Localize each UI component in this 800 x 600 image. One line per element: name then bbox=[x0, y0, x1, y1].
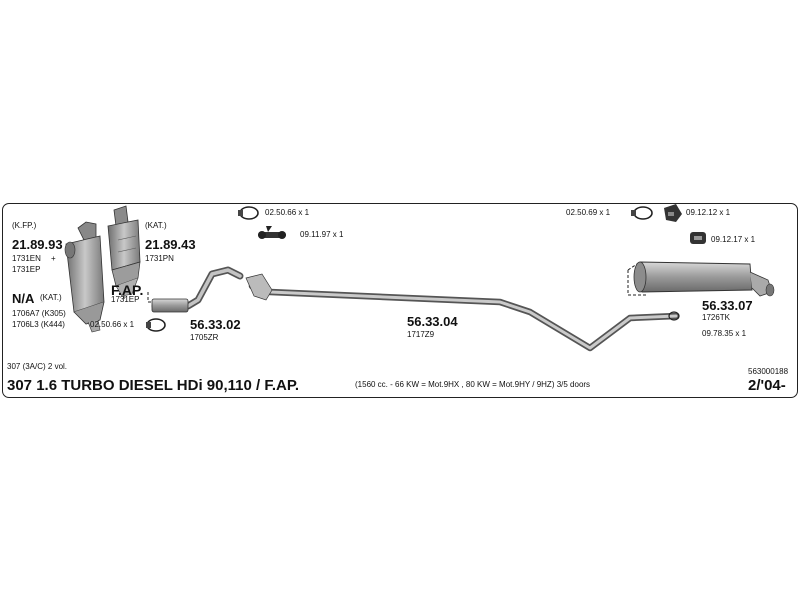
fap-label: F.AP. bbox=[111, 282, 144, 298]
middle-pipe-icon[interactable] bbox=[245, 273, 680, 352]
clamp-left-label: 02.50.66 x 1 bbox=[90, 320, 135, 329]
kfp-ref-1: 1731EN bbox=[12, 254, 41, 263]
model-info: 307 (3A/C) 2 vol. bbox=[7, 362, 68, 371]
rear-muffler-icon[interactable] bbox=[633, 261, 775, 297]
date-label: 2/'04- bbox=[748, 377, 786, 394]
kfp-plus: + bbox=[51, 254, 56, 263]
pipe1-part-number: 56.33.02 bbox=[190, 317, 241, 332]
engine-specs: (1560 cc. - 66 KW = Mot.9HX , 80 KW = Mo… bbox=[355, 380, 591, 389]
rubber-mount-right1-icon[interactable] bbox=[664, 204, 682, 222]
na-kat-label: (KAT.) bbox=[40, 293, 62, 302]
kfp-part-number: 21.89.93 bbox=[12, 237, 63, 252]
diagram-code: 563000188 bbox=[748, 367, 789, 376]
extra-part-label: 09.78.35 x 1 bbox=[702, 329, 747, 338]
pipe2-ref: 1717Z9 bbox=[407, 330, 435, 339]
na-label: N/A bbox=[12, 291, 35, 306]
page-title: 307 1.6 TURBO DIESEL HDi 90,110 / F.AP. bbox=[7, 377, 300, 394]
rubber-mount-top-icon[interactable] bbox=[258, 226, 286, 239]
rubber-mount-right2-icon[interactable] bbox=[690, 232, 706, 244]
kat-label: (KAT.) bbox=[145, 221, 167, 230]
pipe1-ref: 1705ZR bbox=[190, 333, 219, 342]
kfp-label: (K.FP.) bbox=[12, 221, 37, 230]
clamp-top-label: 02.50.66 x 1 bbox=[265, 208, 310, 217]
pipe2-part-number: 56.33.04 bbox=[407, 314, 458, 329]
particulate-filter-icon[interactable] bbox=[64, 221, 105, 333]
mount-top-label: 09.11.97 x 1 bbox=[300, 230, 344, 239]
muffler-part-number: 56.33.07 bbox=[702, 298, 753, 313]
clamp-left-icon[interactable] bbox=[146, 318, 166, 332]
kat-part-number: 21.89.43 bbox=[145, 237, 196, 252]
tail-clamp-icon[interactable] bbox=[668, 311, 680, 321]
kat-ref: 1731PN bbox=[145, 254, 174, 263]
clamp-top-icon[interactable] bbox=[238, 206, 259, 220]
na-ref-2: 1706L3 (K444) bbox=[12, 320, 65, 329]
mount-right1-label: 09.12.12 x 1 bbox=[686, 208, 731, 217]
fap-ref: 1731EP bbox=[111, 295, 140, 304]
clamp-right-label: 02.50.69 x 1 bbox=[566, 208, 611, 217]
front-pipe-icon[interactable] bbox=[151, 266, 244, 313]
catalytic-converter-icon[interactable] bbox=[107, 205, 141, 297]
kfp-ref-2: 1731EP bbox=[12, 265, 41, 274]
mount-right2-label: 09.12.17 x 1 bbox=[711, 235, 756, 244]
na-ref-1: 1706A7 (K305) bbox=[12, 309, 66, 318]
muffler-ref: 1726TK bbox=[702, 313, 731, 322]
clamp-right-icon[interactable] bbox=[631, 206, 653, 220]
